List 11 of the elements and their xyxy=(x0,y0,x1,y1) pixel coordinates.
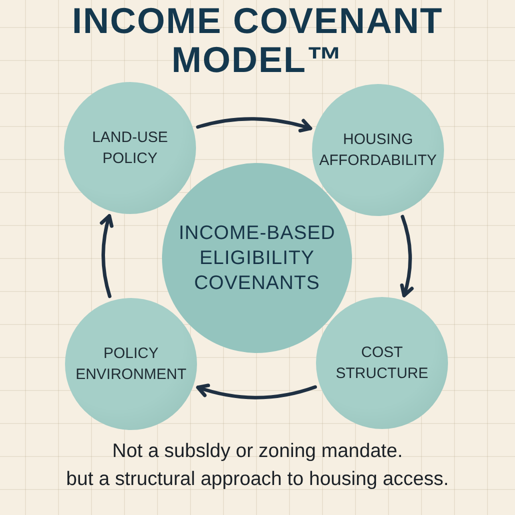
node-label: COST STRUCTURE xyxy=(334,343,430,384)
arrow xyxy=(196,117,312,133)
arrow xyxy=(400,214,414,298)
title: INCOME COVENANT MODEL™ xyxy=(70,1,444,79)
node-label: INCOME-BASED ELIGIBILITY COVENANTS xyxy=(178,220,336,296)
node-label: POLICY ENVIRONMENT xyxy=(74,344,188,385)
node-label: HOUSING AFFORDABILITY xyxy=(319,130,437,171)
caption: Not a subsldy or zoning mandate. but a structural approach to housing access. xyxy=(65,439,450,492)
node-label: LAND-USE POLICY xyxy=(91,128,169,169)
arrow xyxy=(196,383,317,400)
arrow xyxy=(100,214,114,298)
